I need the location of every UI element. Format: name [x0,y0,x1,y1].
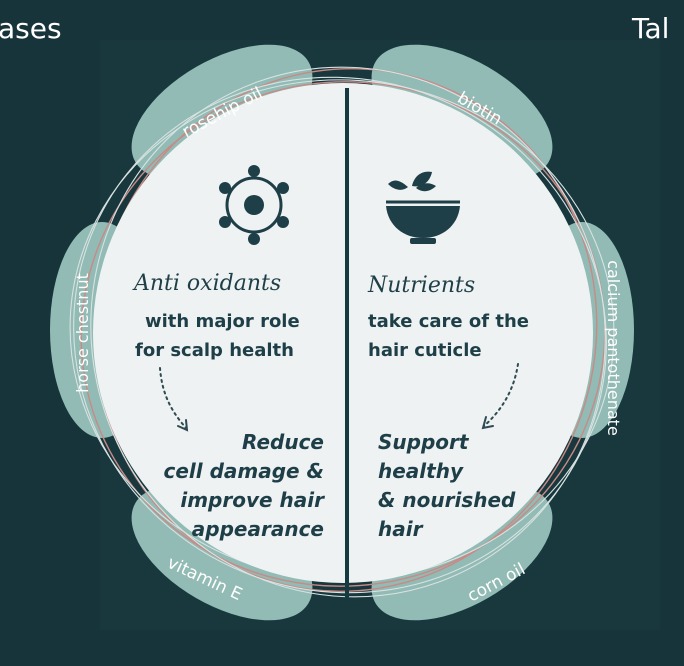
petal-label-calcium-pantothenate: calcium pantothenate [604,260,623,436]
central-disc [93,83,593,583]
right-title: Nutrients [367,273,475,298]
atom-icon [219,165,289,245]
right-subtitle-line-2: hair cuticle [368,340,482,361]
right-result-line-2: healthy [378,459,464,483]
left-dotted-arrow [159,367,189,432]
right-result-line-3: & nourished [378,488,516,512]
corner-text-left: ases [0,12,62,45]
corner-text-right: Tal [631,12,669,45]
right-result-line-4: hair [378,517,424,541]
left-subtitle-line-1: with major role [145,311,300,332]
right-dotted-arrow [481,363,519,430]
petal-label-horse-chestnut: horse chestnut [73,273,92,393]
left-result-line-4: appearance [192,517,324,541]
bowl-with-leaves-icon [386,171,460,244]
right-subtitle-line-1: take care of the [368,311,529,332]
right-result-line-1: Support [378,430,470,454]
left-result-line-2: cell damage & [163,459,324,483]
left-result-line-1: Reduce [242,430,324,454]
left-subtitle-line-2: for scalp health [135,340,294,361]
left-title: Anti oxidants [132,271,281,296]
left-result-line-3: improve hair [180,488,325,512]
